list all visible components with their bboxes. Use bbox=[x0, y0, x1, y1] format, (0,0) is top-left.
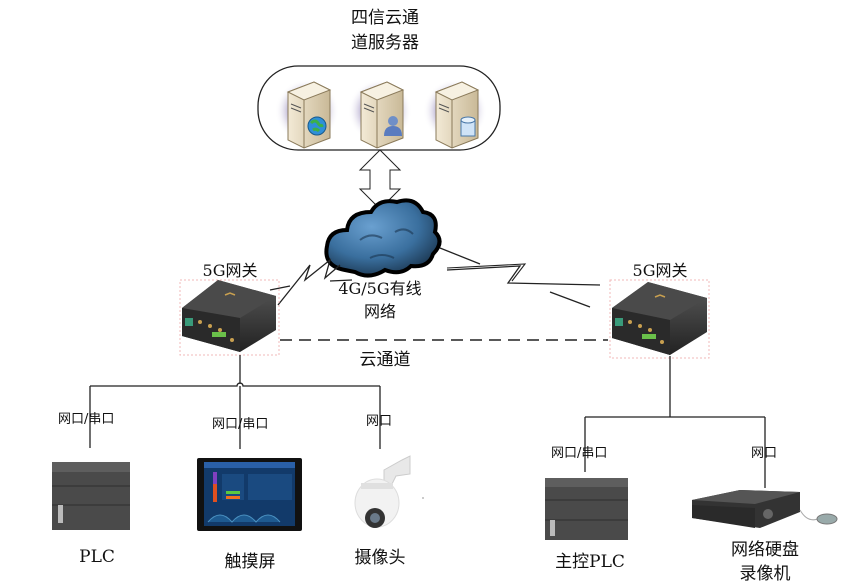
nvr-port-label: 网口 bbox=[751, 446, 778, 461]
gateway-left-icon bbox=[182, 280, 276, 352]
master-plc-label: 主控PLC bbox=[555, 552, 625, 572]
gateway-right-icon bbox=[612, 282, 707, 355]
network-label-line1: 4G/5G有线 bbox=[338, 279, 422, 298]
web-server-icon bbox=[275, 79, 339, 149]
touch-screen-icon bbox=[197, 458, 302, 531]
master-plc-icon bbox=[545, 478, 628, 540]
database-server-icon bbox=[423, 79, 487, 149]
cloud-icon bbox=[324, 198, 442, 278]
camera-icon bbox=[354, 455, 411, 528]
master-plc-port-label: 网口/串口 bbox=[551, 446, 608, 461]
plc-icon bbox=[52, 462, 130, 530]
gateway-left-label: 5G网关 bbox=[202, 261, 258, 280]
touch-screen-label: 触摸屏 bbox=[224, 552, 276, 572]
plc-label: PLC bbox=[79, 547, 115, 567]
wireless-link-right bbox=[446, 265, 601, 286]
touch-screen-port-label: 网口/串口 bbox=[212, 417, 269, 432]
left-bus-lines bbox=[89, 355, 381, 449]
plc-port-label: 网口/串口 bbox=[58, 412, 115, 427]
server-title-line2: 道服务器 bbox=[351, 33, 419, 53]
network-label-line2: 网络 bbox=[363, 302, 396, 321]
cloud-tunnel-label: 云通道 bbox=[359, 350, 411, 370]
nvr-label-line2: 录像机 bbox=[739, 564, 791, 584]
nvr-label-line1: 网络硬盘 bbox=[731, 540, 799, 560]
nvr-icon bbox=[692, 490, 838, 528]
user-server-icon bbox=[348, 79, 412, 149]
wireless-link-left bbox=[277, 258, 341, 306]
camera-label: 摄像头 bbox=[354, 548, 406, 568]
camera-port-label: 网口 bbox=[366, 414, 393, 429]
server-title-line1: 四信云通 bbox=[351, 8, 419, 28]
gateway-right-label: 5G网关 bbox=[632, 261, 688, 280]
right-bus-lines bbox=[584, 356, 766, 488]
